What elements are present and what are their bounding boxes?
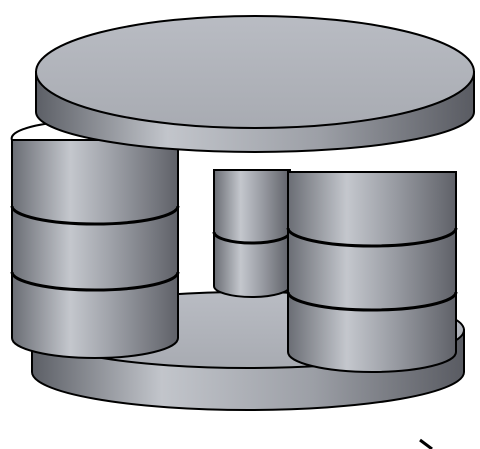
cylinder-stack-back xyxy=(212,169,292,298)
top-platter-top xyxy=(35,15,475,129)
cylinder-stack-left-ring-1 xyxy=(10,205,180,226)
cylinder-stack-right xyxy=(286,171,458,373)
stray-mark xyxy=(419,438,433,449)
cylinder-stack-left xyxy=(10,121,180,359)
cylinder-stack-back-side xyxy=(213,169,291,298)
cylinder-stack-right-ring-2 xyxy=(286,291,458,312)
cylinder-stack-left-side xyxy=(11,139,179,359)
cylinder-stack-back-ring xyxy=(212,231,292,245)
top-platter xyxy=(35,15,475,153)
cylinder-stack-left-ring-2 xyxy=(10,271,180,292)
cylinder-stack-right-ring-1 xyxy=(286,227,458,248)
cylinder-stack-right-side xyxy=(287,171,457,373)
